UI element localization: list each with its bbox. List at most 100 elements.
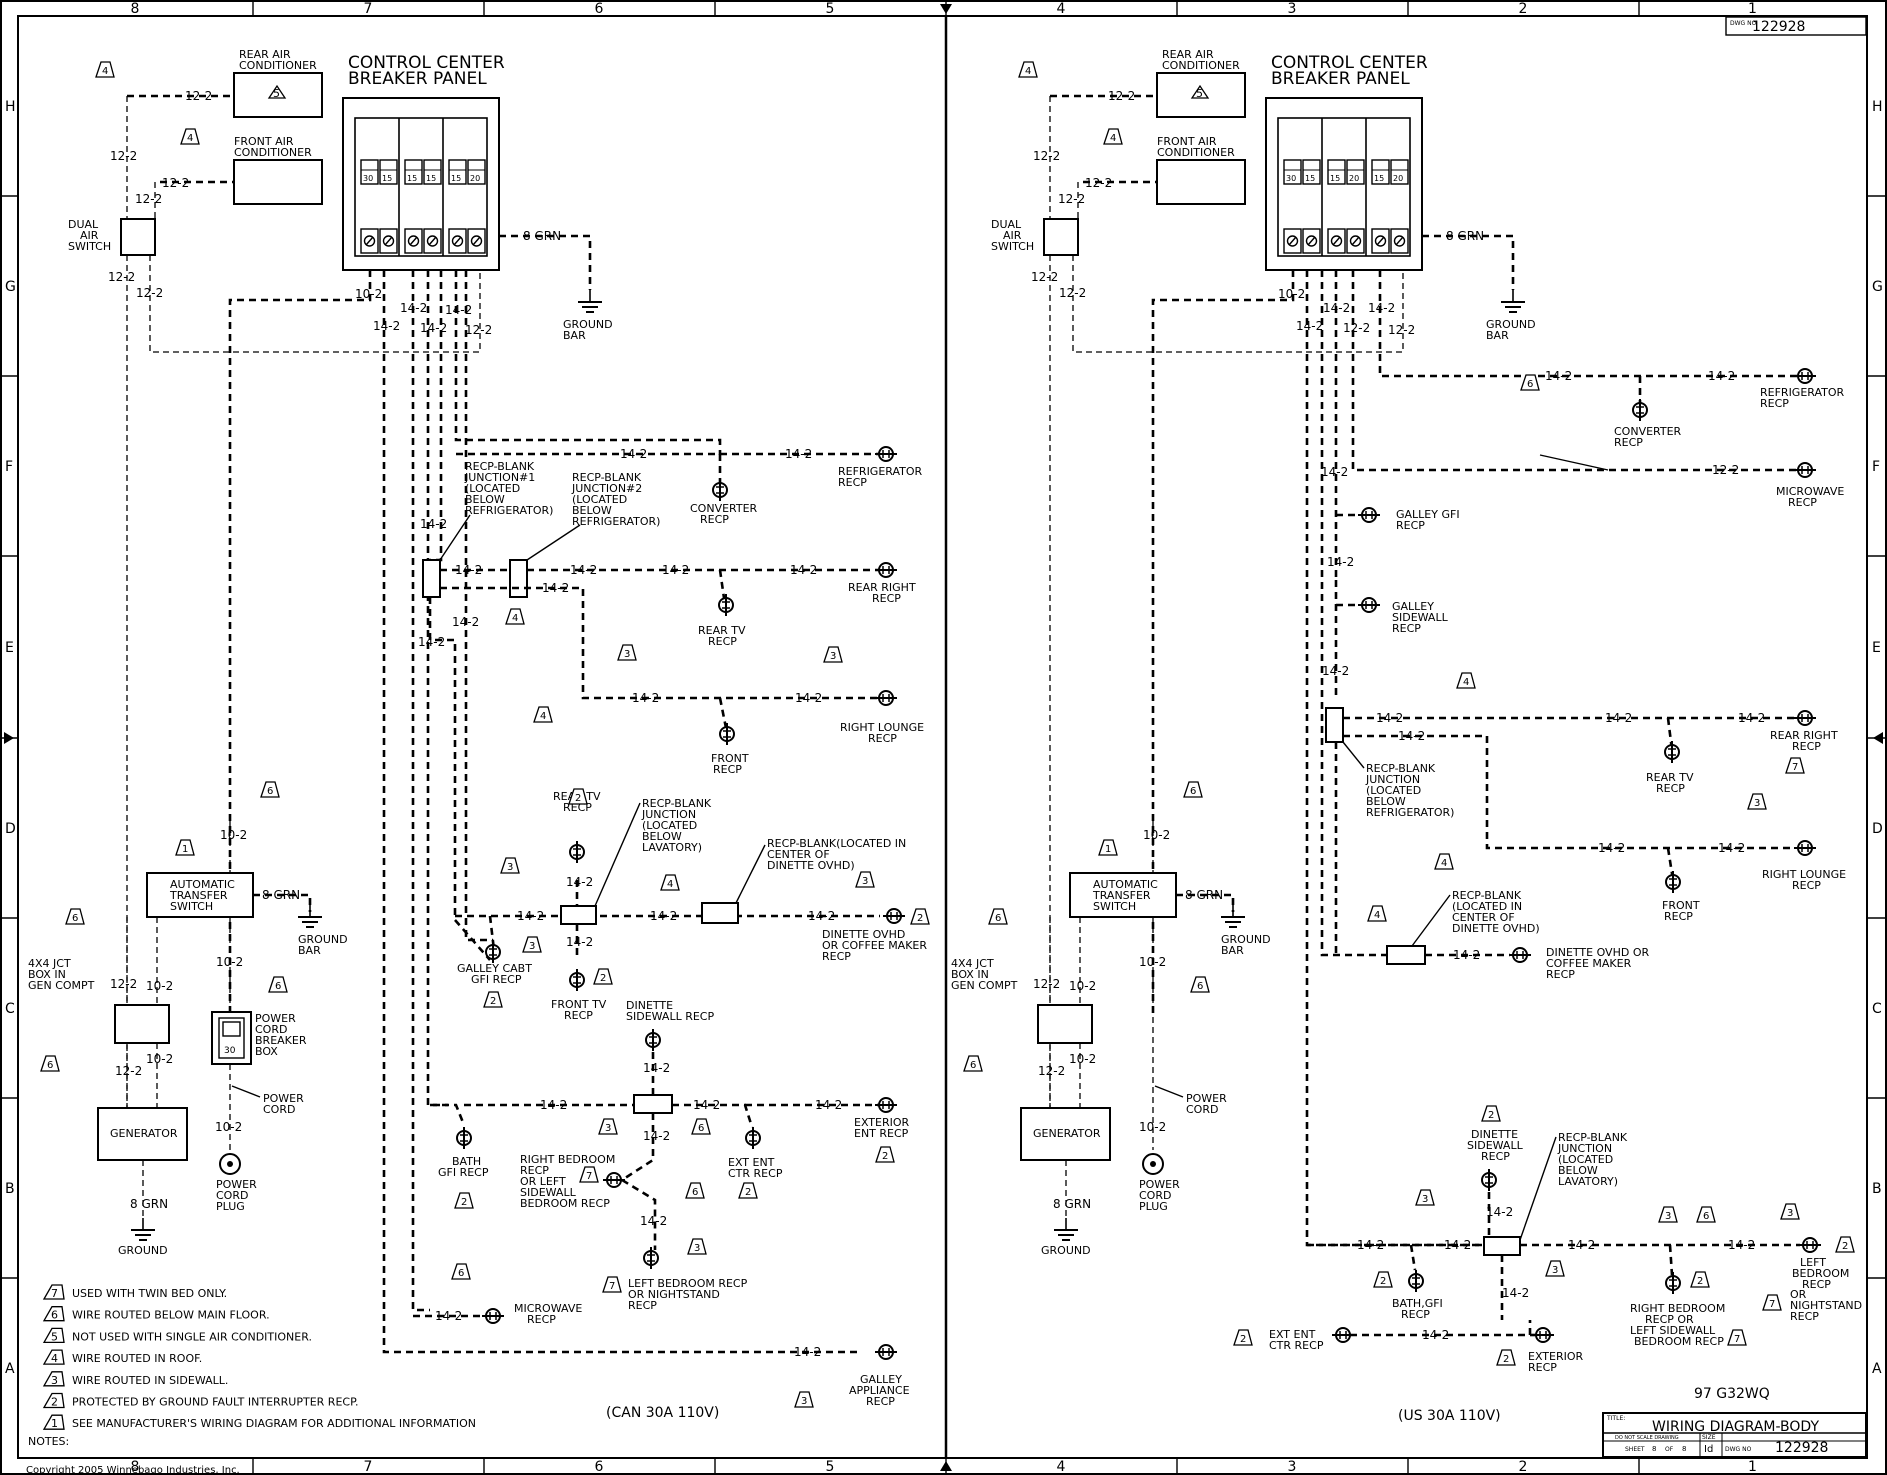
- right-recp-blank-junction: [1325, 707, 1344, 743]
- svg-text:DO NOT SCALE DRAWING: DO NOT SCALE DRAWING: [1615, 1435, 1679, 1441]
- svg-text:LEFT SIDEWALL: LEFT SIDEWALL: [1630, 1324, 1716, 1337]
- callout-number: 6: [72, 913, 78, 924]
- callout-2: [738, 1182, 758, 1199]
- svg-text:RECP: RECP: [822, 950, 851, 963]
- callout-3: [617, 644, 637, 661]
- callout-6: [40, 1055, 60, 1072]
- grid-row-right-7: A: [1872, 1361, 1882, 1377]
- callout-number: 6: [698, 1123, 704, 1134]
- copyright: Copyright 2005 Winnebago Industries, Inc…: [26, 1465, 240, 1475]
- svg-text:14-2: 14-2: [1718, 841, 1745, 855]
- breaker-4: [448, 159, 467, 185]
- callout-number: 2: [1488, 1110, 1494, 1121]
- svg-text:10-2: 10-2: [220, 828, 247, 842]
- svg-text:REAR RIGHT: REAR RIGHT: [848, 581, 916, 594]
- grid-row-left-4: D: [5, 821, 16, 837]
- svg-text:CENTER OF: CENTER OF: [1452, 911, 1515, 924]
- grid-col-top-2: 6: [595, 1, 604, 17]
- front-ac-label-2: CONDITIONER: [234, 146, 312, 159]
- svg-text:Id: Id: [1704, 1444, 1713, 1455]
- breaker-rating-5: 20: [1393, 174, 1403, 183]
- callout-number: 3: [624, 649, 630, 660]
- svg-text:GALLEY: GALLEY: [1392, 600, 1434, 613]
- breaker-1: [379, 159, 398, 185]
- callout-2: [1373, 1271, 1393, 1288]
- svg-text:SWITCH: SWITCH: [991, 240, 1034, 253]
- svg-text:DINETTE OVHD): DINETTE OVHD): [1452, 922, 1540, 935]
- grid-row-right-0: H: [1872, 99, 1883, 115]
- svg-text:14-2: 14-2: [785, 447, 812, 461]
- svg-text:RECP-BLANK: RECP-BLANK: [465, 460, 535, 473]
- front-ac-label-1: FRONT AIR: [234, 135, 294, 148]
- svg-text:BATH: BATH: [452, 1155, 481, 1168]
- right-front-air-conditioner: [1156, 159, 1246, 205]
- svg-text:8 GRN: 8 GRN: [1053, 1197, 1091, 1211]
- svg-text:14-2: 14-2: [1444, 1238, 1471, 1252]
- svg-text:EXTERIOR: EXTERIOR: [854, 1116, 910, 1129]
- callout-7: [1785, 757, 1805, 774]
- callout-6: [685, 1182, 705, 1199]
- callout-number: 6: [458, 1268, 464, 1279]
- svg-text:BOX: BOX: [255, 1045, 278, 1058]
- svg-text:8 GRN: 8 GRN: [1446, 229, 1484, 243]
- right-recp-blank-dinette: [1386, 945, 1426, 965]
- svg-text:RECP: RECP: [708, 635, 737, 648]
- svg-text:10-2: 10-2: [1143, 828, 1170, 842]
- svg-text:RECP: RECP: [1792, 740, 1821, 753]
- svg-text:DINETTE OVHD): DINETTE OVHD): [767, 859, 855, 872]
- svg-text:BELOW: BELOW: [572, 504, 612, 517]
- callout-number: 4: [1110, 133, 1116, 144]
- svg-text:RECP: RECP: [1656, 782, 1685, 795]
- svg-text:10-2: 10-2: [216, 955, 243, 969]
- grid-col-top-1: 7: [364, 1, 373, 17]
- callout-number: 2: [575, 793, 581, 804]
- svg-text:(LOCATED: (LOCATED: [1558, 1153, 1613, 1166]
- svg-text:BEDROOM RECP: BEDROOM RECP: [1634, 1335, 1724, 1348]
- callout-number: 6: [267, 786, 273, 797]
- svg-text:RECP: RECP: [713, 763, 742, 776]
- svg-text:RECP: RECP: [1396, 519, 1425, 532]
- svg-text:DWG NO: DWG NO: [1725, 1446, 1752, 1453]
- svg-text:8 GRN: 8 GRN: [262, 888, 300, 902]
- breaker-0: [360, 159, 379, 185]
- grid-row-left-6: B: [5, 1181, 15, 1197]
- callout-number: 3: [1665, 1211, 1671, 1222]
- svg-text:RECP: RECP: [1792, 879, 1821, 892]
- callout-number: 2: [490, 996, 496, 1007]
- svg-text:14-2: 14-2: [452, 615, 479, 629]
- svg-text:RECP-BLANK: RECP-BLANK: [1366, 762, 1436, 775]
- svg-text:BAR: BAR: [1221, 944, 1244, 957]
- title-dwg-no: 122928: [1775, 1440, 1828, 1456]
- callout-number: 2: [1842, 1241, 1848, 1252]
- note-text: PROTECTED BY GROUND FAULT INTERRUPTER RE…: [72, 1396, 359, 1409]
- svg-text:RECP: RECP: [1481, 1150, 1510, 1163]
- callout-number: 4: [667, 879, 673, 890]
- callout-number: 3: [1552, 1265, 1558, 1276]
- drawing-title: WIRING DIAGRAM-BODY: [1652, 1419, 1819, 1435]
- svg-text:12-2: 12-2: [1388, 323, 1415, 337]
- svg-text:OR LEFT: OR LEFT: [520, 1175, 566, 1188]
- note-text: USED WITH TWIN BED ONLY.: [72, 1287, 227, 1300]
- callout-2: [875, 1146, 895, 1163]
- svg-text:CENTER OF: CENTER OF: [767, 848, 830, 861]
- svg-text:REFRIGERATOR: REFRIGERATOR: [838, 465, 923, 478]
- grid-col-bottom-3: 5: [826, 1459, 835, 1475]
- breaker-rating-1: 15: [1305, 174, 1315, 183]
- svg-text:4X4 JCT: 4X4 JCT: [28, 957, 71, 970]
- callout-number: 6: [1527, 379, 1533, 390]
- svg-text:SIDEWALL RECP: SIDEWALL RECP: [626, 1010, 714, 1023]
- svg-text:RECP-BLANK: RECP-BLANK: [1558, 1131, 1628, 1144]
- callout-2: [593, 968, 613, 985]
- callout-6: [65, 908, 85, 925]
- callout-4: [1434, 853, 1454, 870]
- svg-text:12-2: 12-2: [1033, 149, 1060, 163]
- svg-text:14-2: 14-2: [620, 447, 647, 461]
- svg-text:RECP: RECP: [872, 592, 901, 605]
- svg-text:GALLEY: GALLEY: [860, 1373, 902, 1386]
- breaker-rating-0: 30: [1286, 174, 1296, 183]
- callout-6: [1190, 976, 1210, 993]
- note-number: 1: [51, 1417, 58, 1430]
- svg-text:GROUND: GROUND: [1041, 1244, 1091, 1257]
- svg-text:14-2: 14-2: [1357, 1238, 1384, 1252]
